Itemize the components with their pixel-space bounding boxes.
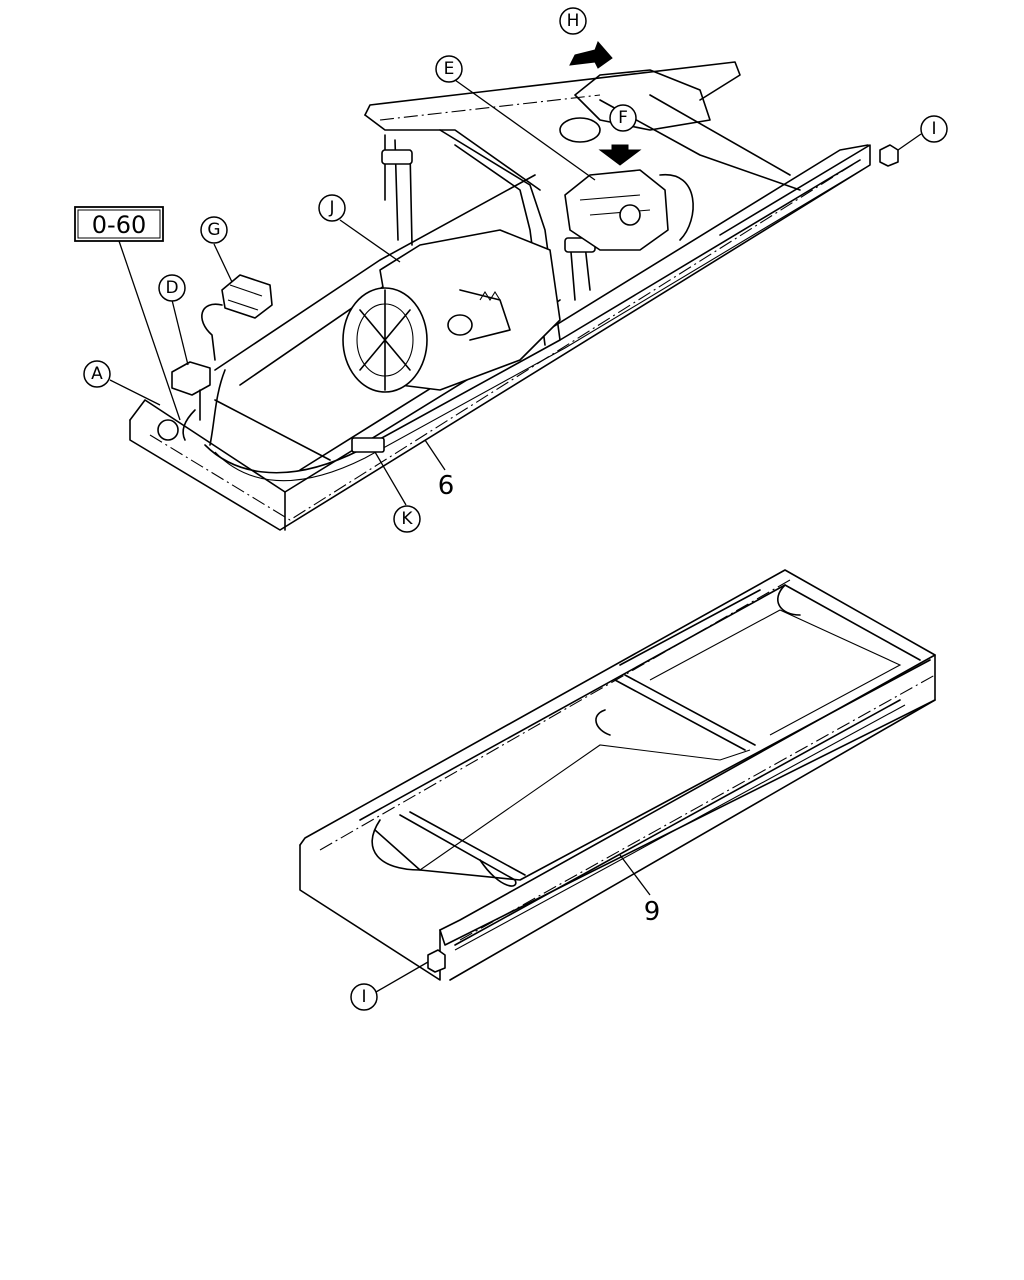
svg-text:D: D: [165, 278, 178, 298]
connector-i-top: [879, 144, 899, 167]
callout-i-bottom: I: [350, 983, 378, 1011]
controller-unit: [564, 169, 694, 251]
part-number-6: 6: [438, 471, 455, 501]
connector-k: [351, 437, 385, 453]
reference-box: 0-60: [74, 206, 164, 242]
component-g: [201, 274, 273, 361]
callout-d: D: [158, 274, 186, 302]
part-number-9: 9: [644, 897, 661, 927]
callout-g: G: [200, 216, 228, 244]
callout-h: H: [559, 7, 587, 35]
svg-text:K: K: [401, 509, 413, 529]
direction-arrow-icon: [598, 144, 642, 166]
svg-text:J: J: [328, 198, 334, 218]
svg-text:G: G: [207, 220, 220, 240]
svg-text:I: I: [931, 119, 936, 139]
connector-i-bottom: [427, 949, 446, 973]
callout-i-top: I: [920, 115, 948, 143]
reference-box-label: 0-60: [92, 211, 146, 239]
svg-text:E: E: [444, 59, 455, 79]
callout-e: E: [435, 55, 463, 83]
svg-text:H: H: [567, 11, 580, 31]
svg-text:A: A: [91, 364, 103, 384]
component-d: [171, 361, 211, 441]
harness-9: [454, 699, 901, 946]
traction-motor: [342, 229, 561, 393]
svg-text:F: F: [618, 108, 628, 128]
callout-k: K: [393, 505, 421, 533]
callout-a: A: [83, 360, 111, 388]
callout-f: F: [609, 104, 637, 132]
callout-j: J: [318, 194, 346, 222]
direction-arrow-icon: [569, 41, 613, 69]
svg-text:I: I: [361, 987, 366, 1007]
lower-frame: [299, 569, 936, 981]
